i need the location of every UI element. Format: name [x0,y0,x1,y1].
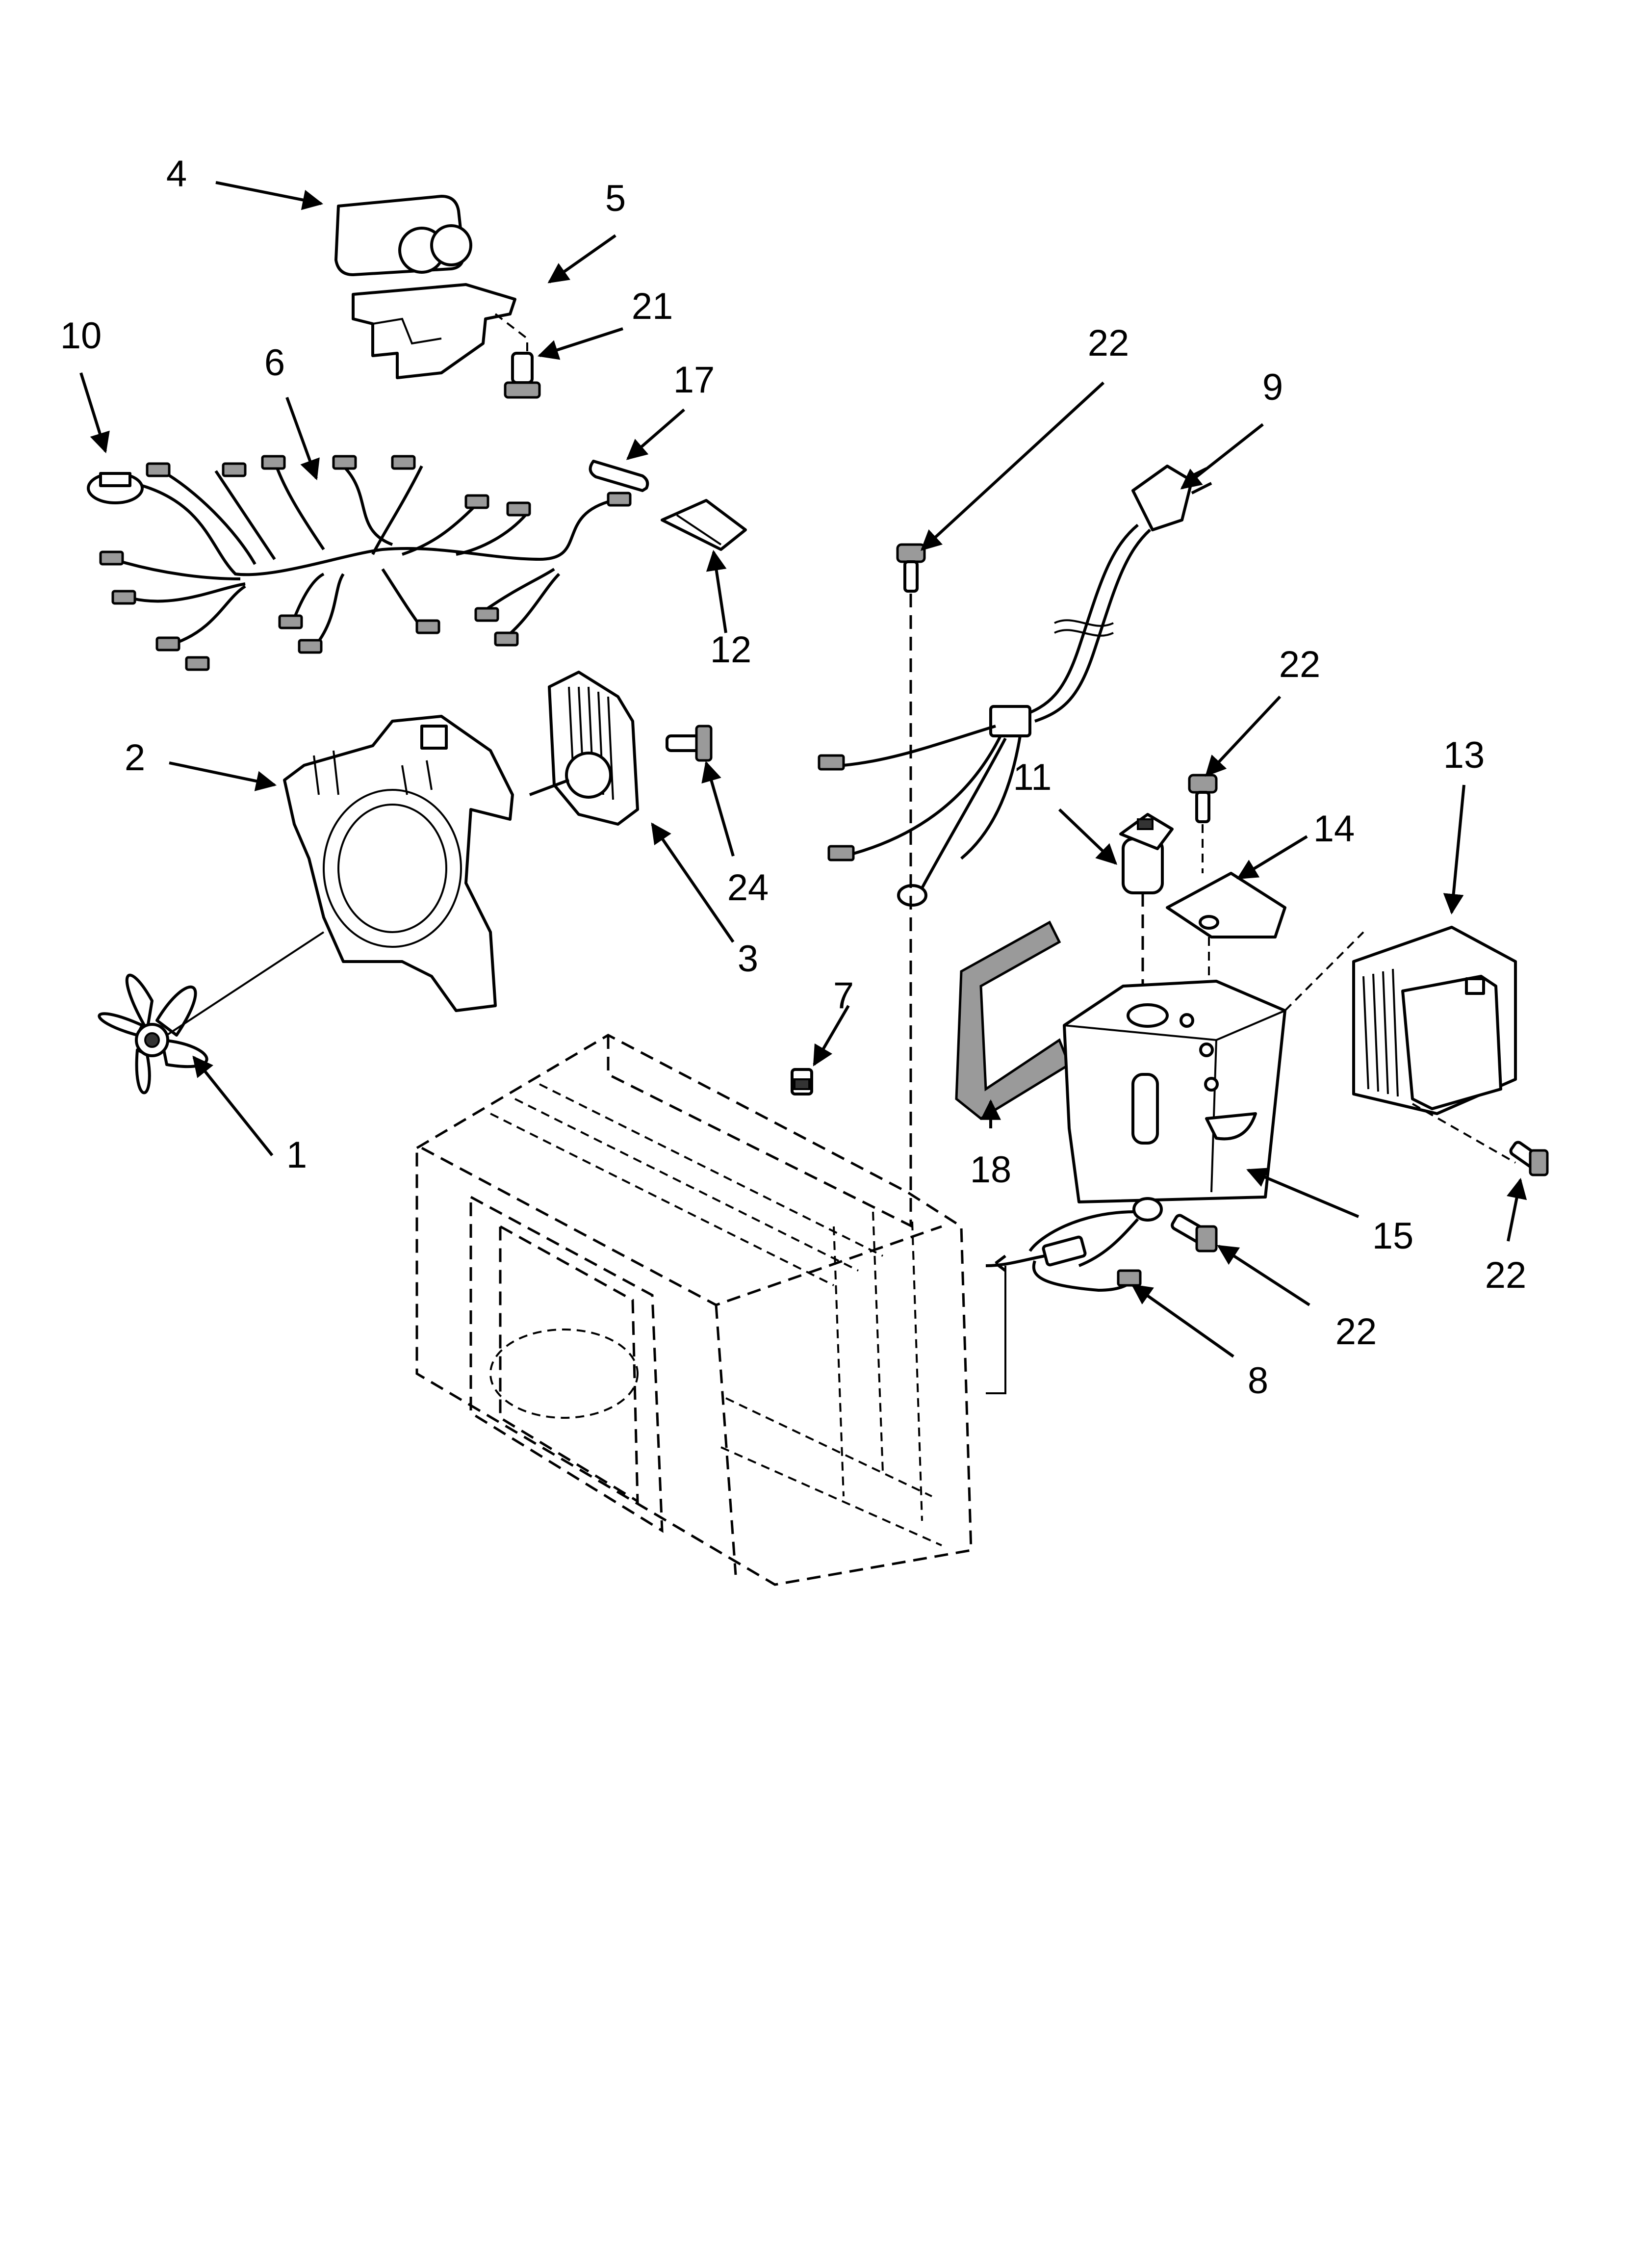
screw-22c-part [1509,1141,1549,1176]
callout-8: 8 [1248,1360,1268,1402]
callout-22-mid: 22 [1279,644,1321,685]
fan-motor-part [529,671,639,826]
callout-11: 11 [1013,756,1052,798]
screw-21-part [504,352,541,399]
callout-22-right: 22 [1485,1254,1527,1296]
fan-blade-part [98,931,325,1095]
cabinet-outline [415,1034,973,1586]
callout-13: 13 [1443,734,1485,776]
magnetron-part [1352,926,1517,1164]
callout-3: 3 [738,938,758,980]
waveguide-part [1063,931,1364,1203]
screw-22d-part [1171,1214,1218,1252]
callout-21: 21 [632,286,673,327]
callout-17: 17 [673,359,715,401]
callout-7: 7 [833,975,854,1017]
callout-5: 5 [605,178,626,219]
callout-6: 6 [264,342,285,384]
fuse-part [589,460,649,492]
callout-14: 14 [1313,808,1355,850]
callout-10: 10 [60,315,102,357]
callout-15: 15 [1372,1215,1414,1257]
wire-harness-part [99,455,632,671]
air-guide-part [283,715,514,1012]
callout-22-top: 22 [1088,322,1129,364]
screw-22a-part [896,543,926,1226]
callout-18: 18 [970,1149,1012,1191]
ground-wire-part [985,1197,1163,1394]
screw-24-part [666,725,713,762]
magnetron-bracket-part [1166,872,1286,981]
callout-22-lower: 22 [1335,1311,1377,1353]
gasket-part [955,920,1071,1121]
callout-2: 2 [125,737,145,779]
clip-part [791,1068,813,1095]
capacitor-bracket-part [352,283,528,379]
callout-9: 9 [1262,366,1283,408]
callout-12: 12 [710,629,752,671]
thermal-fuse-part [1119,813,1174,1006]
callout-1: 1 [286,1134,307,1176]
capacitor-part [334,195,472,276]
callout-24: 24 [727,867,769,909]
callout-labels: 4 5 21 10 6 17 12 22 9 2 24 3 1 11 22 13… [60,153,1527,1402]
screw-22b-part [1188,774,1218,873]
callout-arrows [79,181,1527,1358]
fuse-holder-part [661,499,747,551]
thermostat-part [87,472,144,504]
callout-4: 4 [166,153,187,195]
